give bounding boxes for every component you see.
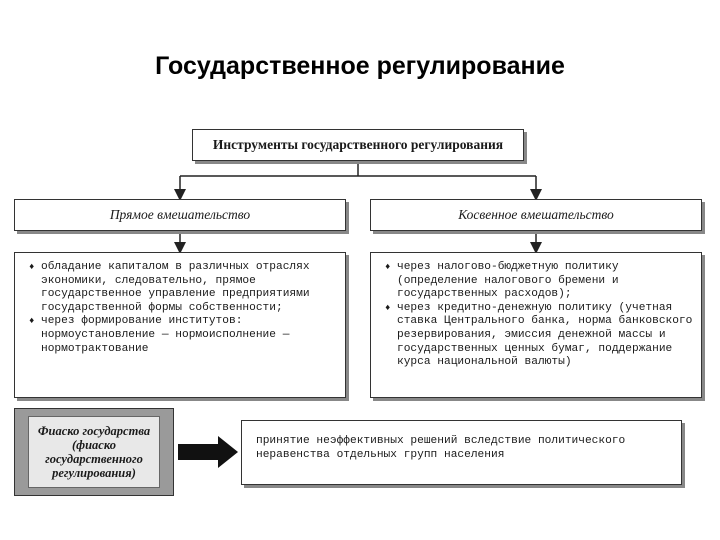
indirect-intervention-label: Косвенное вмешательство (458, 207, 614, 222)
indirect-methods-list: через налогово-бюджетную политику (опред… (370, 252, 702, 398)
indirect-intervention-box: Косвенное вмешательство (370, 199, 702, 231)
list-item: через формирование институтов: нормоуста… (29, 315, 337, 356)
instruments-header-label: Инструменты государственного регулирован… (212, 137, 504, 152)
state-failure-line: (фиаско (72, 438, 116, 452)
failure-result-box: принятие неэффективных решений вследстви… (241, 420, 682, 485)
state-failure-line: регулирования) (52, 466, 136, 480)
instruments-header: Инструменты государственного регулирован… (192, 129, 524, 161)
failure-result-text: принятие неэффективных решений вследстви… (256, 435, 626, 461)
list-item: через кредитно-денежную политику (учетна… (385, 302, 693, 370)
state-failure-label: Фиаско государства (фиаско государственн… (28, 416, 160, 488)
big-arrow-icon (178, 436, 238, 468)
direct-methods-list: обладание капиталом в различных отраслях… (14, 252, 346, 398)
state-failure-line: Фиаско государства (37, 424, 151, 438)
page-title: Государственное регулирование (155, 52, 565, 80)
list-item: через налогово-бюджетную политику (опред… (385, 261, 693, 302)
direct-intervention-label: Прямое вмешательство (109, 207, 251, 222)
list-item: обладание капиталом в различных отраслях… (29, 261, 337, 315)
state-failure-line: государственного (45, 452, 143, 466)
direct-intervention-box: Прямое вмешательство (14, 199, 346, 231)
state-failure-box: Фиаско государства (фиаско государственн… (14, 408, 174, 496)
